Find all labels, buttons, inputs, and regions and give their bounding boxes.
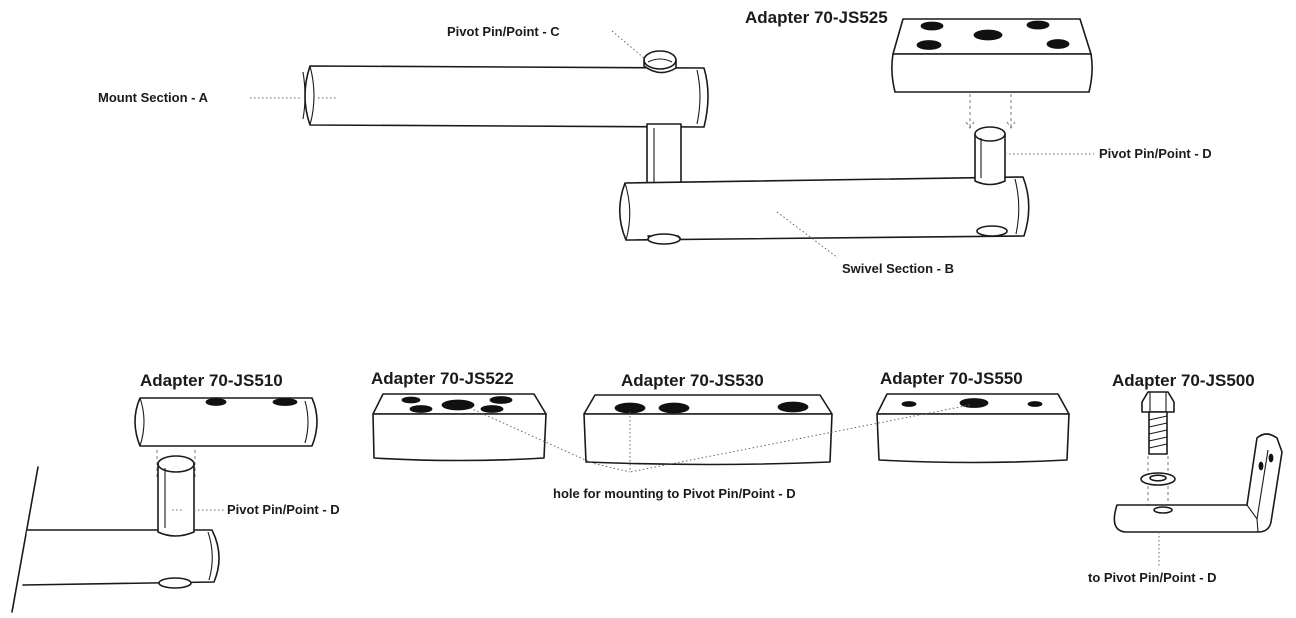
pivot-pin-d-top-label: Pivot Pin/Point - D [1099,146,1212,161]
adapter-js510-block [134,397,318,480]
adapter-js500-title: Adapter 70-JS500 [1112,371,1255,390]
adapter-js522-block [372,393,547,462]
adapter-js500-washer [1140,472,1176,508]
pivot-pin-c [643,50,677,74]
adapter-js522-title: Adapter 70-JS522 [371,369,514,388]
pivot-pin-d-left-label: Pivot Pin/Point - D [227,502,340,517]
adapter-js550-block [876,393,1070,464]
swivel-section-b [618,176,1030,245]
pivot-pin-d-top [974,126,1006,186]
bottom-left-arm [11,466,220,613]
adapter-js525-block [891,18,1093,129]
pivot-pin-c-label: Pivot Pin/Point - C [447,24,560,39]
mount-section-a [302,65,709,128]
adapter-js510-title: Adapter 70-JS510 [140,371,283,390]
leader-swivel-b [776,211,839,259]
leader-hole-js550 [629,404,971,473]
leader-hole-js522 [469,407,631,473]
adapter-js500-bolt [1141,391,1175,474]
adapter-js530-title: Adapter 70-JS530 [621,371,764,390]
to-pivot-d-label: to Pivot Pin/Point - D [1088,570,1217,585]
mount-section-a-label: Mount Section - A [98,90,209,105]
adapter-js525-title: Adapter 70-JS525 [745,8,888,27]
hole-mount-label: hole for mounting to Pivot Pin/Point - D [553,486,796,501]
adapter-js530-block [583,394,833,466]
leader-pivot-c [611,30,645,59]
pivot-pin-d-left [157,455,195,537]
adapter-js500-bracket [1113,433,1283,533]
swivel-section-b-label: Swivel Section - B [842,261,954,276]
adapter-js550-title: Adapter 70-JS550 [880,369,1023,388]
